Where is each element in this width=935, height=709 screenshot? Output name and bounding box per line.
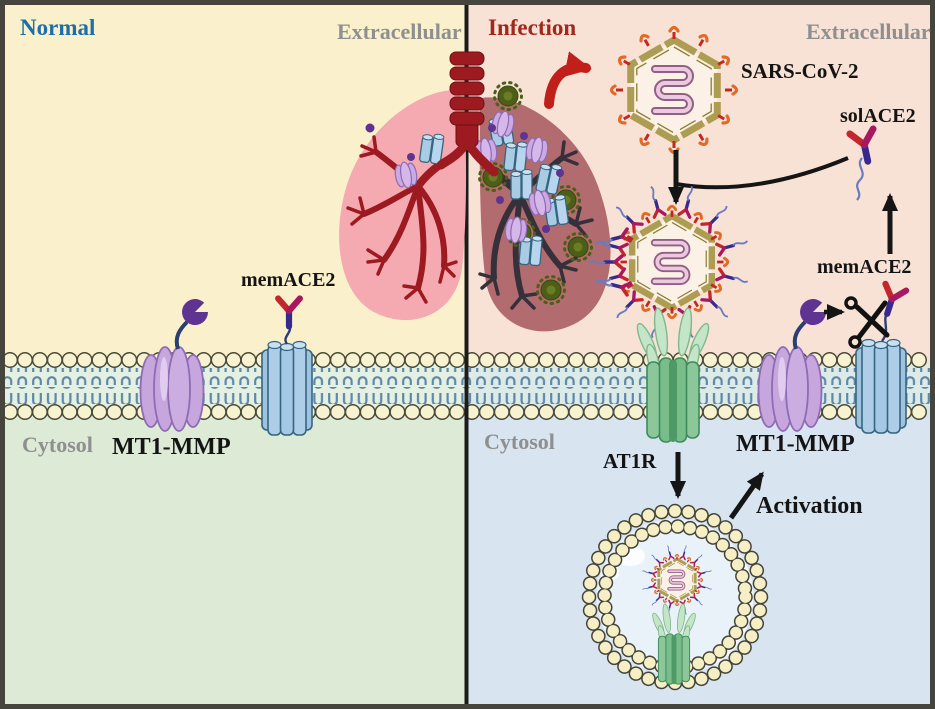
background-left-cytosol — [0, 386, 467, 709]
activation-label: Activation — [756, 493, 863, 519]
infection-arrow — [544, 51, 592, 109]
cytosol-label-right: Cytosol — [484, 429, 555, 454]
infected-lung — [473, 81, 611, 332]
panel-divider — [464, 0, 469, 709]
endosome — [581, 503, 769, 691]
extracellular-label-left: Extracellular — [337, 19, 462, 44]
at1r-label: AT1R — [603, 449, 657, 473]
healthy-lung — [339, 89, 467, 321]
sol-ace2-label: solACE2 — [840, 105, 916, 127]
sars-cov-2-label: SARS-CoV-2 — [741, 59, 859, 83]
mem-ace2-right — [855, 284, 906, 434]
infection-title: Infection — [488, 15, 577, 40]
mt1-mmp-label-left: MT1-MMP — [112, 434, 231, 460]
scissors-icon — [844, 296, 890, 349]
shedding-path — [675, 156, 849, 190]
mem-ace2-label-left: memACE2 — [241, 269, 336, 291]
trachea — [436, 51, 499, 177]
mem-ace2-left — [261, 299, 313, 436]
cytosol-label-left: Cytosol — [22, 432, 93, 457]
activation-arrow — [728, 471, 765, 520]
normal-title: Normal — [20, 15, 96, 40]
sol-ace2-molecule — [850, 129, 880, 201]
extracellular-label-right: Extracellular — [806, 19, 931, 44]
mt1-mmp-label-right: MT1-MMP — [736, 431, 855, 457]
mem-ace2-label-right: memACE2 — [817, 256, 912, 278]
